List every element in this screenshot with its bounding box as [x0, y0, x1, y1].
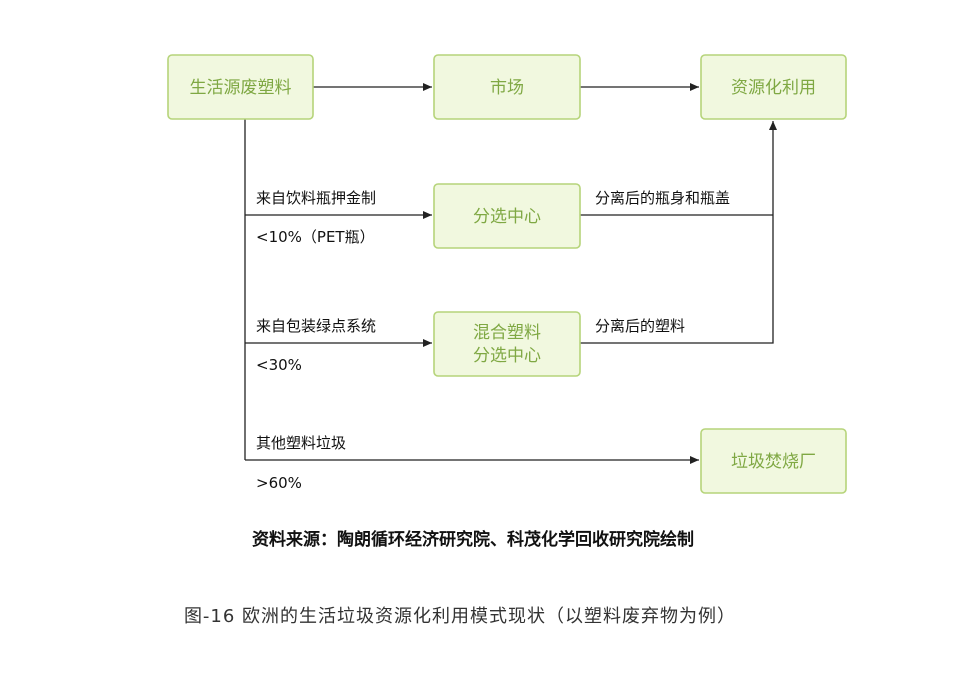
- label-green-dot-source: 来自包装绿点系统: [256, 317, 376, 335]
- node-mixed-plastic-sorting-center: 混合塑料 分选中心: [433, 311, 581, 377]
- label-other-plastics: 其他塑料垃圾: [256, 434, 346, 452]
- edge-mixed-to-collector: [580, 215, 774, 344]
- label-other-share: >60%: [256, 474, 302, 492]
- node-household-plastic-waste-label: 生活源废塑料: [190, 78, 292, 98]
- node-market: 市场: [433, 54, 581, 120]
- node-household-plastic-waste: 生活源废塑料: [167, 54, 314, 120]
- node-market-label: 市场: [490, 78, 524, 98]
- node-incineration-plant-label: 垃圾焚烧厂: [731, 452, 816, 472]
- node-resource-utilization: 资源化利用: [700, 54, 847, 120]
- node-mixed-plastic-sorting-line1: 混合塑料: [473, 323, 541, 343]
- label-deposit-share: <10%（PET瓶）: [256, 228, 375, 246]
- node-mixed-plastic-sorting-line2: 分选中心: [473, 346, 541, 366]
- source-note: 资料来源：陶朗循环经济研究院、科茂化学回收研究院绘制: [252, 529, 694, 550]
- node-sorting-center-label: 分选中心: [473, 207, 541, 227]
- label-separated-plastics: 分离后的塑料: [595, 317, 685, 335]
- label-separated-bottles: 分离后的瓶身和瓶盖: [595, 189, 730, 207]
- node-resource-utilization-label: 资源化利用: [731, 78, 816, 98]
- label-green-dot-share: <30%: [256, 356, 302, 374]
- node-sorting-center: 分选中心: [433, 183, 581, 249]
- node-incineration-plant: 垃圾焚烧厂: [700, 428, 847, 494]
- figure-caption: 图-16 欧洲的生活垃圾资源化利用模式现状（以塑料废弃物为例）: [184, 606, 736, 627]
- edges: [244, 83, 777, 464]
- label-deposit-source: 来自饮料瓶押金制: [256, 189, 376, 207]
